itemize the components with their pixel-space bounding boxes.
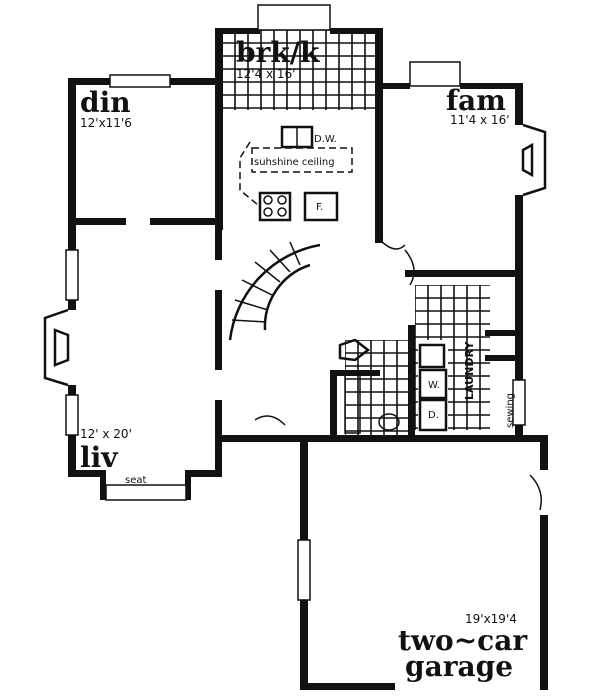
laundry-bath-fixtures <box>338 338 448 434</box>
dishwasher-label: D.W. <box>314 134 337 145</box>
room-size-liv: 12' x 20' <box>80 427 132 441</box>
dryer-label: D. <box>428 410 439 421</box>
room-size-brk-k: 12'4 x 16' <box>236 67 296 81</box>
room-size-garage: 19'x19'4 <box>465 612 517 626</box>
bath-tile-floor <box>345 340 410 435</box>
room-label-fam: fam <box>446 84 506 117</box>
room-label-garage-line1: two~car <box>398 624 528 657</box>
room-label-brk-k: brk/k <box>236 36 320 69</box>
curved-stair <box>228 241 321 341</box>
laundry-label: LAUNDRY <box>463 341 476 400</box>
room-size-fam: 11'4 x 16' <box>450 113 510 127</box>
fridge-label: F. <box>316 202 323 213</box>
kitchen-tile-floor <box>222 30 375 110</box>
family-fireplace <box>521 123 547 197</box>
seat-label: seat <box>125 475 146 486</box>
washer-label: W. <box>428 380 440 391</box>
living-fireplace <box>43 308 70 387</box>
room-label-liv: liv <box>80 441 118 474</box>
ceiling-note: suhshine ceiling <box>254 157 335 168</box>
windows <box>65 4 526 601</box>
room-label-garage-line2: garage <box>405 650 513 683</box>
door-swings <box>254 239 542 511</box>
walls <box>68 28 548 690</box>
sewing-label: sewing <box>505 393 516 428</box>
room-size-din: 12'x11'6 <box>80 116 132 130</box>
room-label-din: din <box>80 86 131 119</box>
kitchen-fixtures <box>230 110 375 222</box>
